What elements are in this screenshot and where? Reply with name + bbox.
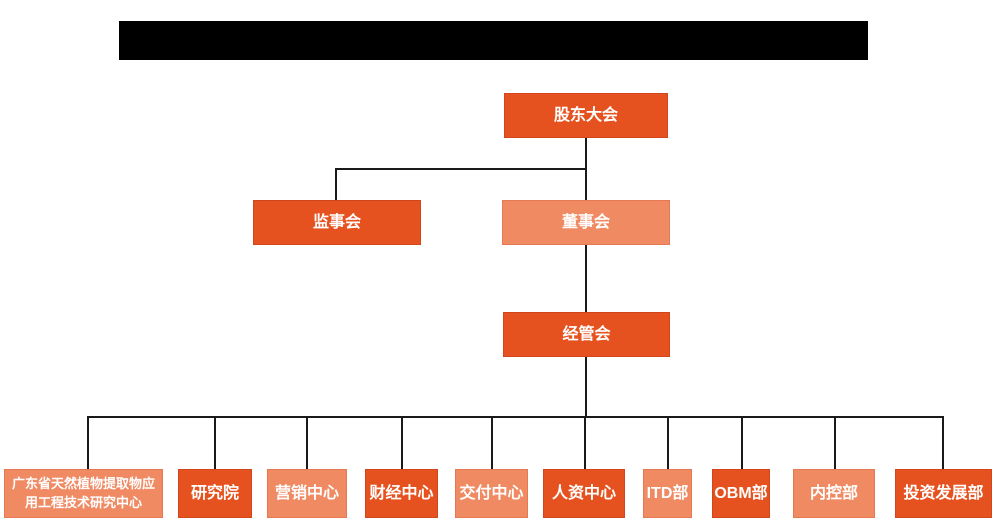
org-node-dept-research-center: 广东省天然植物提取物应 用工程技术研究中心 bbox=[4, 469, 163, 518]
connector-dept-delivery-down bbox=[491, 416, 493, 469]
org-node-label: 股东大会 bbox=[553, 106, 618, 124]
connector-supervisory-down bbox=[335, 168, 337, 201]
org-node-label: ITD部 bbox=[646, 484, 689, 502]
org-node-label: OBM部 bbox=[714, 484, 768, 502]
org-node-management-committee: 经管会 bbox=[503, 312, 670, 357]
org-node-dept-finance-center: 财经中心 bbox=[365, 469, 438, 518]
org-node-dept-delivery-center: 交付中心 bbox=[455, 469, 528, 518]
connector-management-down bbox=[585, 357, 587, 417]
connector-dept-research-center-down bbox=[87, 416, 89, 469]
connector-dept-finance-down bbox=[401, 416, 403, 469]
org-node-dept-investment-development: 投资发展部 bbox=[895, 469, 992, 518]
org-node-label: 交付中心 bbox=[459, 484, 524, 502]
connector-dept-investment-down bbox=[942, 416, 944, 469]
connector-dept-marketing-down bbox=[306, 416, 308, 469]
org-node-dept-itd: ITD部 bbox=[643, 469, 692, 518]
org-node-label-line1: 广东省天然植物提取物应 bbox=[11, 475, 155, 491]
connector-dept-obm-down bbox=[741, 416, 743, 469]
redacted-title-bar bbox=[119, 21, 868, 60]
org-node-label: 董事会 bbox=[561, 213, 610, 231]
org-node-label: 内控部 bbox=[809, 484, 858, 502]
org-node-label: 经管会 bbox=[562, 325, 611, 343]
connector-dept-internal-control-down bbox=[834, 416, 836, 469]
connector-board-to-management bbox=[585, 245, 587, 313]
org-node-label: 财经中心 bbox=[369, 484, 434, 502]
connector-board-down bbox=[585, 168, 587, 201]
org-node-label: 营销中心 bbox=[274, 484, 339, 502]
org-node-label: 研究院 bbox=[190, 484, 239, 502]
org-node-label: 人资中心 bbox=[551, 484, 616, 502]
org-node-dept-internal-control: 内控部 bbox=[793, 469, 875, 518]
org-node-label-line2: 用工程技术研究中心 bbox=[24, 494, 142, 510]
connector-shareholders-down bbox=[585, 138, 587, 170]
org-node-label: 广东省天然植物提取物应 用工程技术研究中心 bbox=[12, 475, 155, 513]
connector-dept-hr-down bbox=[584, 416, 586, 469]
org-node-label: 投资发展部 bbox=[903, 484, 984, 502]
org-node-dept-marketing-center: 营销中心 bbox=[267, 469, 347, 518]
connector-departments-horizontal bbox=[87, 416, 944, 418]
connector-dept-itd-down bbox=[667, 416, 669, 469]
org-node-shareholders-meeting: 股东大会 bbox=[504, 93, 668, 138]
org-node-dept-hr-center: 人资中心 bbox=[543, 469, 625, 518]
org-node-label: 监事会 bbox=[312, 213, 361, 231]
org-node-dept-research-institute: 研究院 bbox=[178, 469, 252, 518]
connector-dept-research-institute-down bbox=[214, 416, 216, 469]
org-node-board-of-directors: 董事会 bbox=[502, 200, 670, 245]
connector-level2-horizontal bbox=[335, 168, 587, 170]
org-node-supervisory-board: 监事会 bbox=[253, 200, 421, 245]
org-node-dept-obm: OBM部 bbox=[712, 469, 770, 518]
